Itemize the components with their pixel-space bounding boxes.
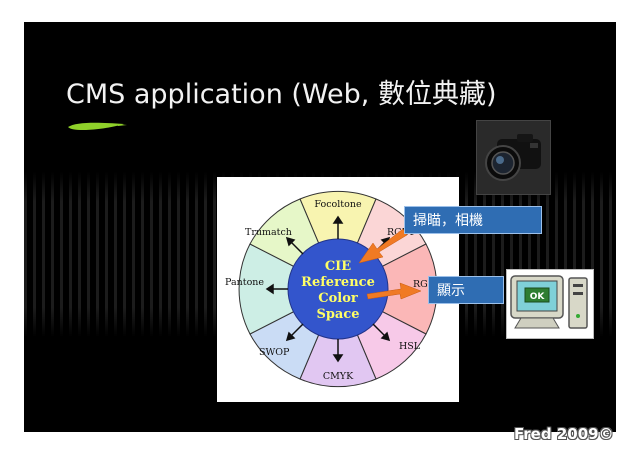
display-callout: 顯示 <box>428 276 504 304</box>
slide-footer-copyright: Fred 2009© <box>514 425 614 443</box>
label-pantone: Pantone <box>225 277 264 288</box>
computer-monitor-icon: OK <box>506 269 594 339</box>
label-trumatch: Trumatch <box>245 227 292 238</box>
slide-title: CMS application (Web, 數位典藏) <box>66 79 497 110</box>
label-cmyk: CMYK <box>323 371 354 382</box>
brush-stroke-decoration <box>68 122 127 130</box>
scan-camera-callout: 掃瞄，相機 <box>404 206 542 234</box>
label-focoltone: Focoltone <box>314 199 362 210</box>
scan-arrow <box>358 228 408 264</box>
center-text-line2: Reference <box>301 275 375 290</box>
center-text-line3: Color <box>318 291 358 306</box>
presentation-slide: CMS application (Web, 數位典藏) <box>24 22 616 432</box>
label-rgb-right: RGB2 <box>413 279 441 290</box>
color-space-wheel-diagram: Focoltone RGB1 RGB2 HSL CMYK SWOP Panton… <box>217 177 459 402</box>
label-swop: SWOP <box>259 347 290 358</box>
display-arrow <box>366 282 422 300</box>
center-text-line1: CIE <box>325 259 351 274</box>
label-hsl: HSL <box>399 341 421 352</box>
camera-icon <box>476 120 551 195</box>
center-text-line4: Space <box>316 307 359 322</box>
monitor-screen-text: OK <box>530 292 546 302</box>
